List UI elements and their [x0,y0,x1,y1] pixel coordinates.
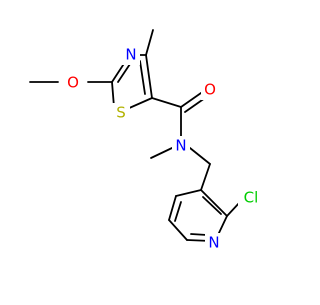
carbonyl-o-bg [201,80,219,100]
bond-c5-c6 [168,219,188,241]
bond-n-methyl [150,147,173,159]
methoxy-o-bg [59,72,87,93]
thiazole-sulfur-label: S [116,104,126,122]
bond-c4-c5 [145,54,153,99]
bond-n1-c2 [217,215,228,236]
thiazole-nitrogen-label: N [125,46,136,64]
bond-s1-c2 [111,81,115,108]
bond-c2-c3 [200,189,228,217]
bond-ch2-c3 [200,163,211,191]
bond-c2-c3-inner [202,196,222,215]
bond-c4-methyl [145,29,154,56]
methoxy-oxygen-label: O [67,74,79,92]
bond-c5-carbonyl [151,97,182,108]
pyridine-nitrogen-label: N [208,234,219,252]
carbonyl-oxygen-label: O [204,81,216,99]
bond-c6-n1-inner [190,233,208,236]
bond-co-upper [180,92,202,108]
bond-c4-c5 [168,195,177,221]
chloro-cl-bg [238,188,264,208]
thiazole-n-bg [122,45,140,65]
bond-co-lower [184,97,206,113]
amide-nitrogen-label: N [175,137,186,155]
molecule-canvas: O N S O N Cl N [29,29,264,253]
chlorine-label: Cl [244,189,259,207]
bond-c3-c4 [175,189,202,197]
bond-n-ch2 [189,147,211,165]
structure-diagram: O N S O N Cl N [29,29,264,253]
bond-c2-cl [226,201,241,217]
thiazole-s-bg [112,103,130,123]
bond-c5-s1 [126,97,153,110]
amide-n-bg [172,136,190,156]
bond-c4-c5-inner [174,201,182,222]
pyridine-n-bg [205,233,223,253]
bond-c4-c5-inner [139,60,146,95]
